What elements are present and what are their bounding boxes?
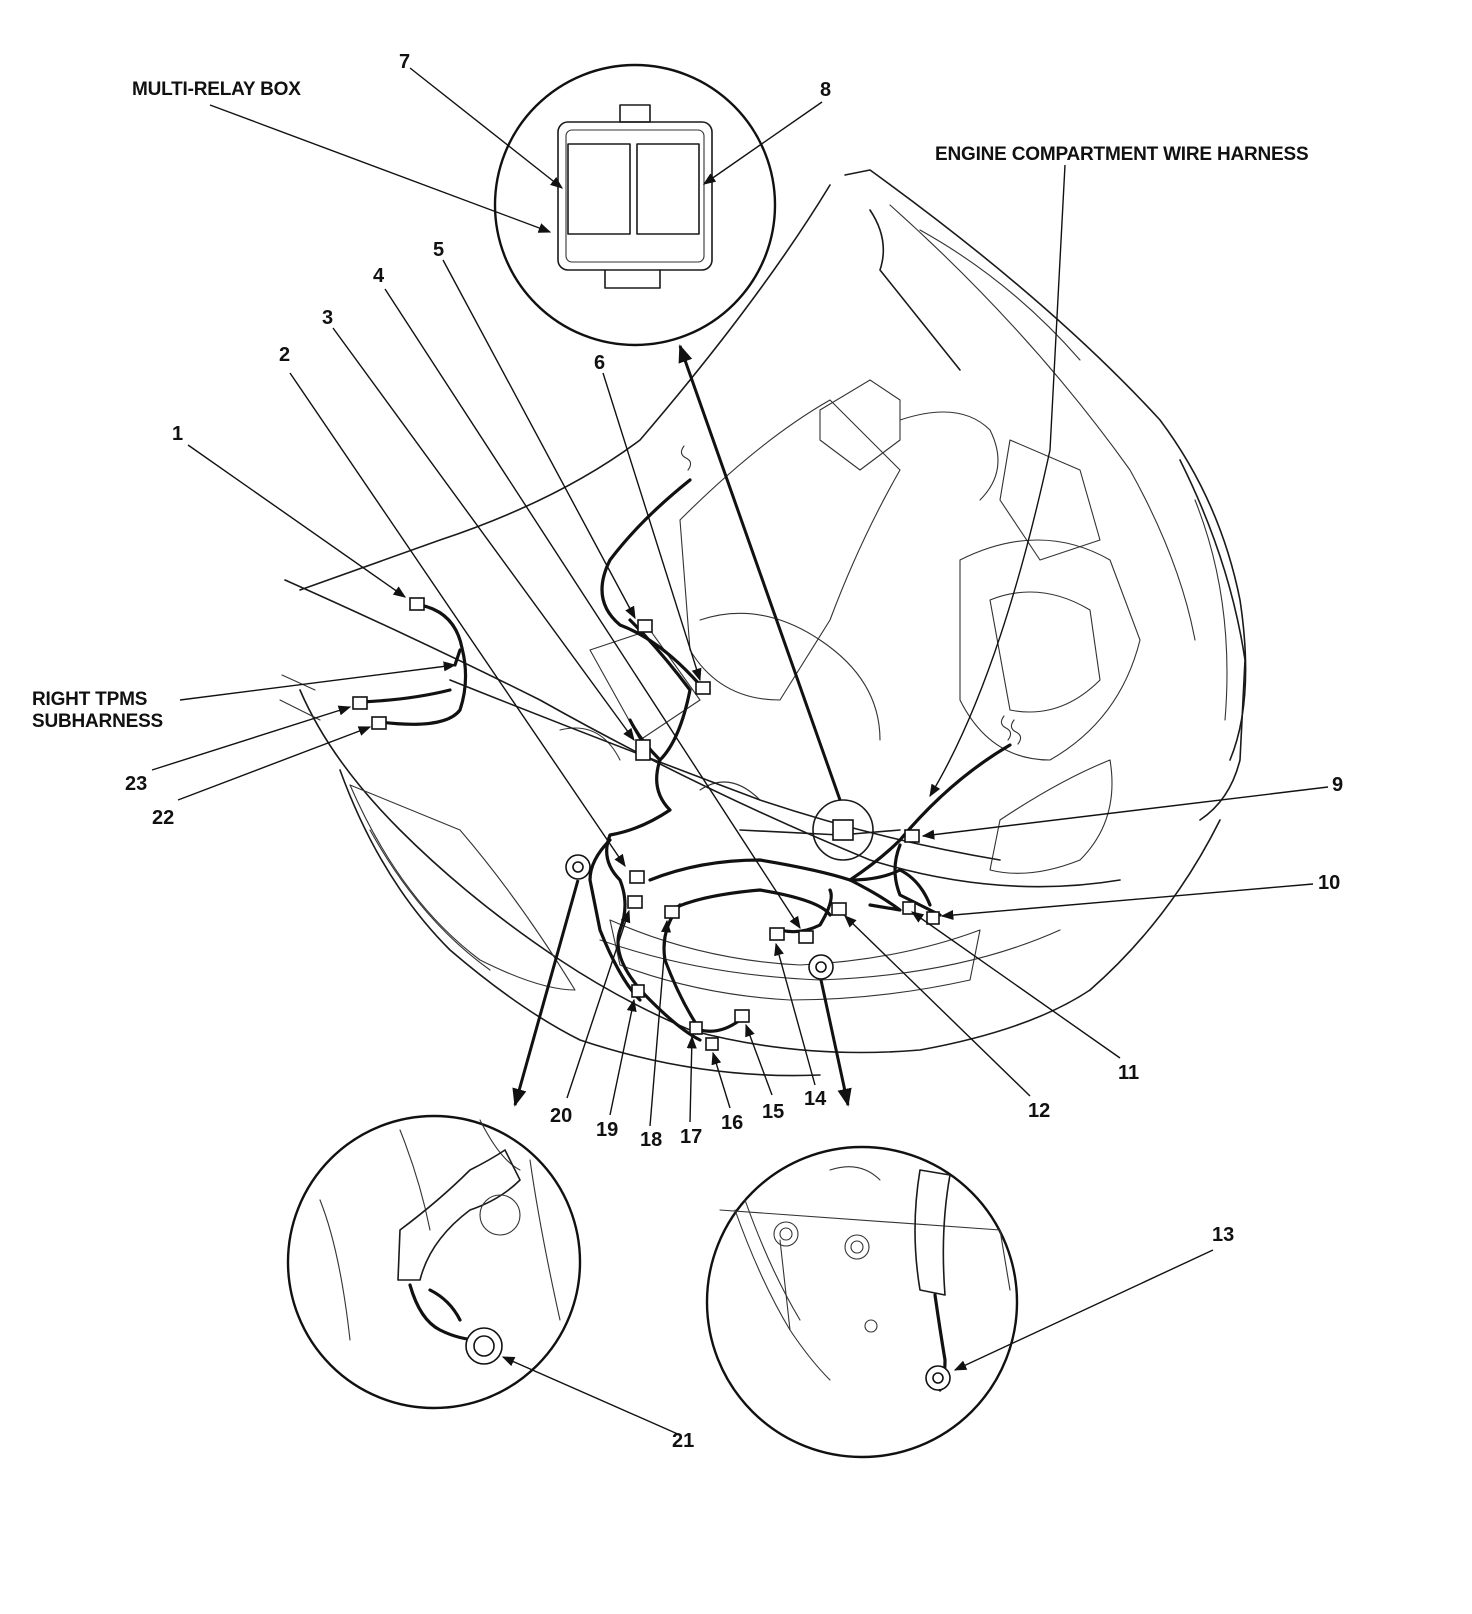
connector-9 — [904, 829, 920, 843]
connector-14a — [769, 927, 785, 941]
engine-harness-label: ENGINE COMPARTMENT WIRE HARNESS — [935, 144, 1309, 165]
callout-17: 17 — [680, 1126, 703, 1148]
callout-19: 19 — [596, 1119, 619, 1141]
callout-5: 5 — [433, 239, 445, 261]
connector-20 — [627, 895, 643, 909]
multi-relay-box-label: MULTI-RELAY BOX — [132, 79, 301, 100]
connector-12 — [831, 902, 847, 916]
callout-14: 14 — [804, 1088, 827, 1110]
connector-15 — [734, 1009, 750, 1023]
callout-10: 10 — [1318, 872, 1341, 894]
connector-10 — [926, 911, 940, 925]
callout-6: 6 — [594, 352, 606, 374]
connector-17 — [689, 1021, 703, 1035]
callout-4: 4 — [373, 265, 385, 287]
callout-8: 8 — [820, 79, 832, 101]
right-tpms-label-line2: SUBHARNESS — [32, 711, 164, 732]
callout-11: 11 — [1118, 1062, 1140, 1084]
connector-3 — [635, 739, 651, 761]
callout-13: 13 — [1212, 1224, 1235, 1246]
connector-6 — [695, 681, 711, 695]
ground-21-detail — [286, 1114, 582, 1410]
connector-5 — [637, 619, 653, 633]
connector-19 — [631, 984, 645, 998]
callout-21: 21 — [672, 1430, 695, 1452]
connector-1 — [409, 597, 425, 611]
callout-2: 2 — [279, 344, 291, 366]
connector-23 — [352, 696, 368, 710]
connector-18 — [664, 905, 680, 919]
callout-22: 22 — [152, 807, 175, 829]
connectors — [352, 597, 940, 1051]
callout-1: 1 — [172, 423, 184, 445]
callout-12: 12 — [1028, 1100, 1051, 1122]
relay-box-detail — [493, 63, 777, 347]
connector-4 — [798, 930, 814, 944]
callout-7: 7 — [399, 51, 411, 73]
ground-13-detail — [705, 1145, 1019, 1459]
callout-15: 15 — [762, 1101, 785, 1123]
right-tpms-label-line1: RIGHT TPMS — [32, 689, 148, 710]
callout-16: 16 — [721, 1112, 744, 1134]
callout-9: 9 — [1332, 774, 1344, 796]
callout-23: 23 — [125, 773, 148, 795]
callout-3: 3 — [322, 307, 334, 329]
connector-11 — [902, 901, 916, 915]
wire-harness — [358, 445, 1022, 1042]
callout-20: 20 — [550, 1105, 573, 1127]
connector-22 — [371, 716, 387, 730]
callout-18: 18 — [640, 1129, 663, 1151]
connector-2 — [629, 870, 645, 884]
connector-16 — [705, 1037, 719, 1051]
relay-box-location-circle — [812, 799, 874, 861]
vehicle-body — [279, 169, 1247, 1077]
leader-lines — [151, 67, 1329, 1436]
